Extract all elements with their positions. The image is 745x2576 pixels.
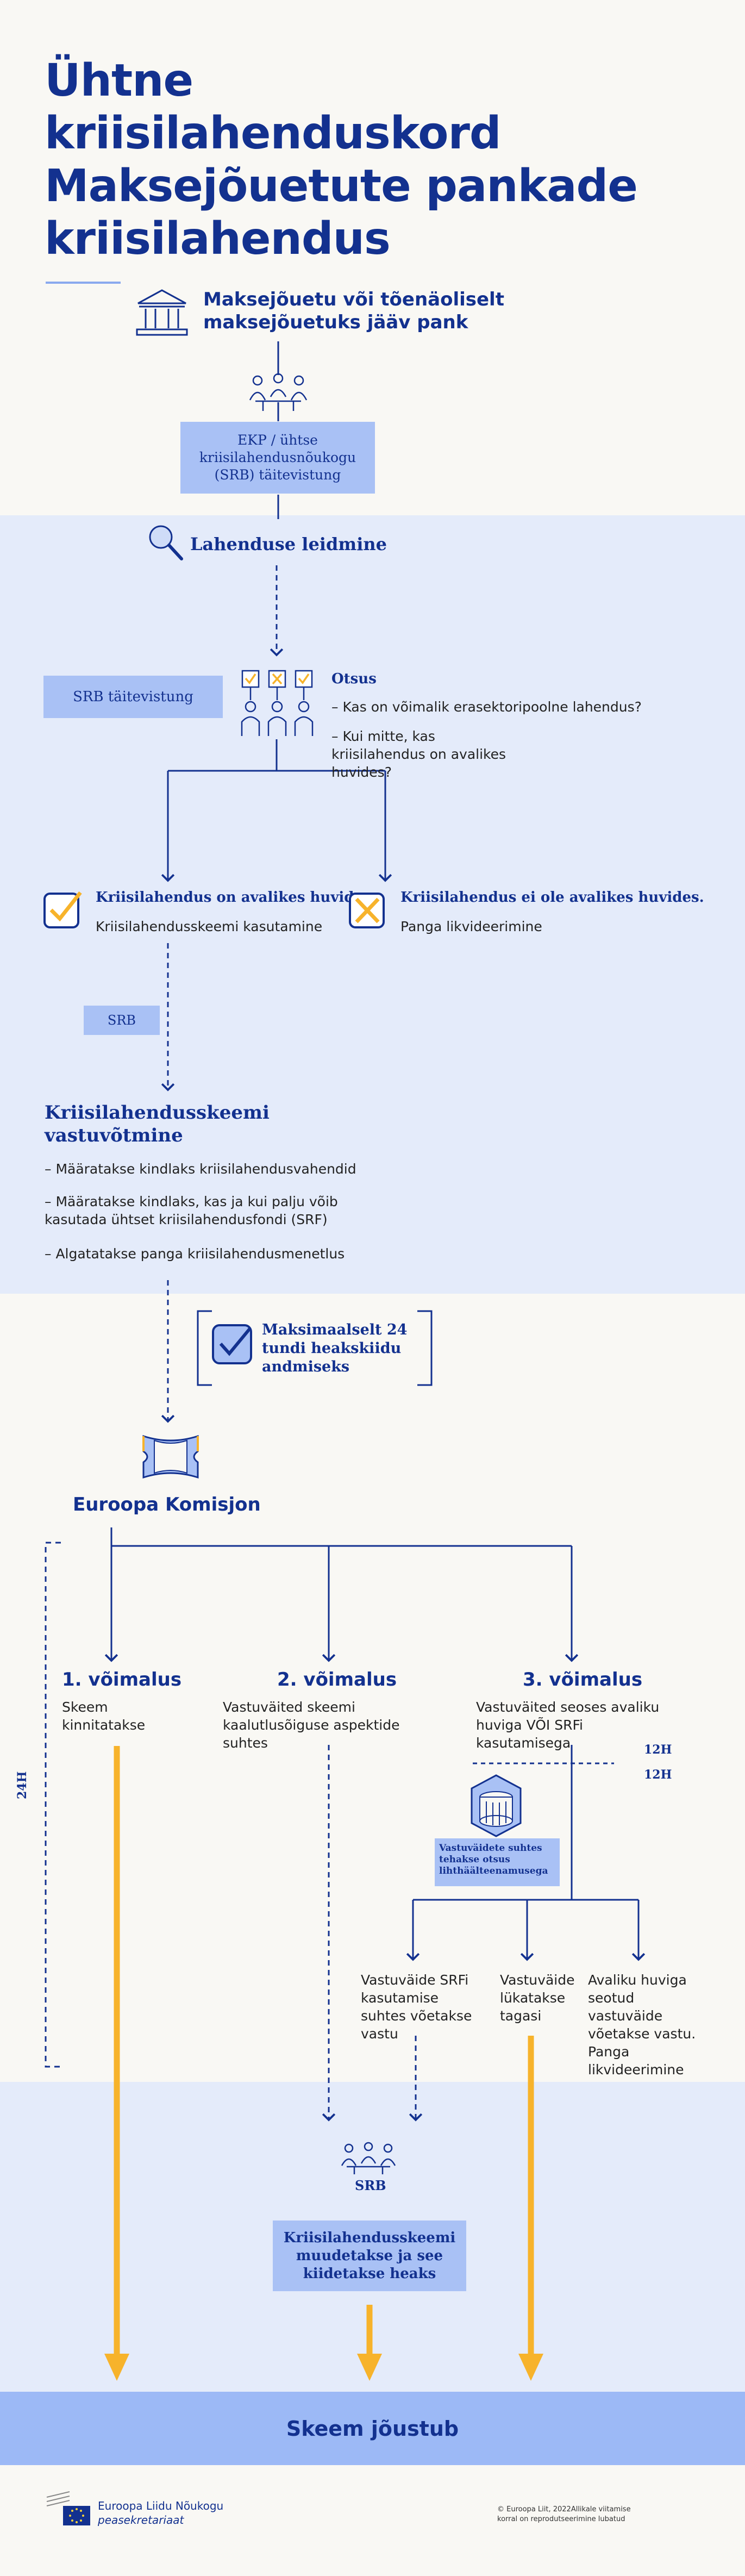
- max24-text: Maksimaalselt 24 tundi heakskiidu andmis…: [262, 1321, 408, 1375]
- checkbox-checked-icon: [43, 891, 82, 928]
- branch-yes-text: Kriisilahendusskeemi kasutamine: [96, 919, 323, 934]
- sub-outcome-a: Vastuväide SRFi kasutamise suhtes võetak…: [361, 1972, 472, 2042]
- bank-text: Maksejõuetu või tõenäoliselt maksejõuetu…: [203, 289, 504, 333]
- page-title: Ühtne kriisilahenduskord Maksejõuetute p…: [45, 55, 638, 265]
- logo-line-1: Euroopa Liidu Nõukogu: [98, 2499, 224, 2512]
- option-2-title: 2. võimalus: [277, 1669, 397, 1691]
- yellow-arrowhead-sub-b: [518, 2354, 543, 2381]
- bank-icon: [136, 289, 188, 336]
- decision-heading: Otsus: [331, 671, 377, 687]
- label-24h: 24H: [15, 1771, 29, 1799]
- scheme-enters-force-text: Skeem jõustub: [286, 2416, 459, 2441]
- adoption-bullet-1: – Määratakse kindlaks kriisilahendusvahe…: [45, 1161, 356, 1177]
- council-logo-icon: [46, 2491, 90, 2525]
- option-1-text: Skeem kinnitatakse: [62, 1699, 146, 1733]
- meeting-icon: [249, 373, 308, 411]
- branch-no-heading: Kriisilahendus ei ole avalikes huvides.: [400, 889, 704, 906]
- copyright-text: © Euroopa Liit, 2022Allikale viitamise k…: [497, 2505, 631, 2523]
- finding-heading: Lahenduse leidmine: [190, 534, 387, 554]
- commission-heading: Euroopa Komisjon: [73, 1494, 261, 1515]
- srb-executive-box: SRB täitevistung: [43, 676, 223, 718]
- bracket-24h-top: [45, 1542, 61, 2068]
- srb-label-2: SRB: [355, 2178, 386, 2193]
- label-12h-b: 12H: [644, 1768, 672, 1782]
- voting-icon: [241, 670, 314, 736]
- yellow-arrowhead-option1: [104, 2354, 129, 2381]
- commission-building-icon: [142, 1434, 199, 1479]
- branch-yes-heading: Kriisilahendus on avalikes huvides.: [96, 889, 376, 906]
- council-building-icon: [471, 1774, 522, 1837]
- sub-outcome-c: Avaliku huviga seotud vastuväide võetaks…: [588, 1972, 696, 2078]
- branch-no-text: Panga likvideerimine: [400, 919, 542, 934]
- checkbox-crossed-icon: [349, 893, 385, 928]
- option-2-text: Vastuväited skeemi kaalutlusõiguse aspek…: [223, 1699, 400, 1751]
- bracket-right: [417, 1310, 433, 1386]
- council-vote-box: Vastuväidete suhtes tehakse otsus lihthä…: [435, 1838, 560, 1886]
- scheme-enters-force-banner: Skeem jõustub: [0, 2392, 745, 2465]
- decision-question-2: – Kui mitte, kas kriisilahendus on avali…: [331, 728, 506, 780]
- ecb-srb-box: EKP / ühtse kriisilahendusnõukogu (SRB) …: [180, 422, 375, 494]
- adoption-bullet-3: – Algatatakse panga kriisilahendusmenetl…: [45, 1246, 345, 1262]
- bracket-left: [197, 1310, 212, 1386]
- decision-question-1: – Kas on võimalik erasektoripoolne lahen…: [331, 699, 642, 715]
- option-1-title: 1. võimalus: [62, 1669, 182, 1691]
- sub-outcome-b: Vastuväide lükatakse tagasi: [500, 1972, 575, 2024]
- magnifier-icon: [149, 525, 183, 560]
- checkbox-deadline-icon: [212, 1324, 252, 1364]
- srb-meeting-icon: [341, 2142, 396, 2174]
- adoption-heading: Kriisilahendusskeemi vastuvõtmine: [45, 1102, 270, 1146]
- yellow-arrowhead-modified: [357, 2354, 382, 2381]
- srb-label-box: SRB: [84, 1006, 160, 1035]
- option-3-title: 3. võimalus: [523, 1669, 643, 1691]
- label-12h-a: 12H: [644, 1743, 672, 1757]
- option-3-text: Vastuväited seoses avaliku huviga VÕI SR…: [476, 1699, 660, 1751]
- logo-line-2: peasekretariaat: [98, 2513, 184, 2527]
- modified-scheme-box: Kriisilahendusskeemi muudetakse ja see k…: [273, 2221, 466, 2291]
- adoption-bullet-2: – Määratakse kindlaks, kas ja kui palju …: [45, 1194, 338, 1227]
